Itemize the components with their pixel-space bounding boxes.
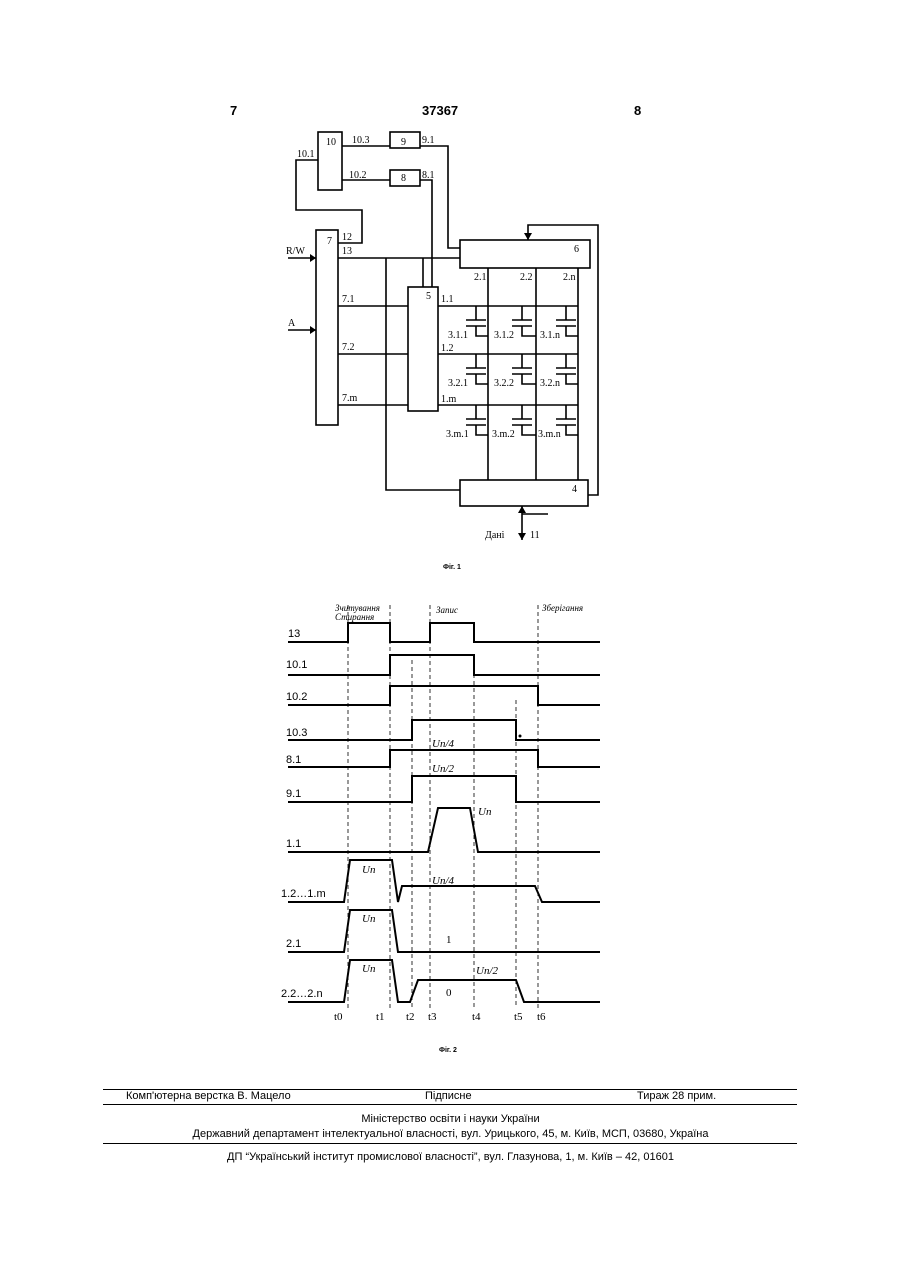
level-up-a: Uп (478, 806, 492, 818)
trace-label-8-1: 8.1 (286, 754, 301, 766)
circulation: Тираж 28 прим. (637, 1090, 716, 1102)
trace-label-2-1: 2.1 (286, 938, 301, 950)
trace-label-9-1: 9.1 (286, 788, 301, 800)
level-up2-b: Uп/2 (476, 965, 499, 977)
trace-9-1 (288, 776, 600, 802)
trace-10-3 (288, 720, 600, 740)
trace-label-1-1: 1.1 (286, 838, 301, 850)
time-t2: t2 (406, 1011, 415, 1023)
ministry: Міністерство освіти і науки України (0, 1113, 901, 1125)
time-t3: t3 (428, 1011, 437, 1023)
signed-note: Підписне (425, 1090, 472, 1102)
time-t5: t5 (514, 1011, 523, 1023)
trace-10-2 (288, 686, 600, 705)
trace-label-10-2: 10.2 (286, 691, 307, 703)
phase-store: Зберігання (542, 603, 583, 613)
trace-2-1 (288, 910, 600, 952)
level-up-b: Uп (362, 864, 376, 876)
time-t4: t4 (472, 1011, 481, 1023)
footer-rule-middle (103, 1104, 797, 1105)
level-zero: 0 (446, 987, 452, 999)
trace-label-10-1: 10.1 (286, 659, 307, 671)
trace-10-1 (288, 655, 600, 675)
phase-erase: Стирання (335, 612, 374, 622)
trace-label-10-3: 10.3 (286, 727, 307, 739)
footer-rule-bottom (103, 1143, 797, 1144)
level-one: 1 (446, 934, 452, 946)
trace-label-2-2n: 2.2…2.n (281, 988, 323, 1000)
trace-2-2n (288, 960, 600, 1002)
layout-credit: Комп'ютерна верстка В. Мацело (126, 1090, 291, 1102)
time-t0: t0 (334, 1011, 343, 1023)
level-up2-a: Uп/2 (432, 763, 455, 775)
trace-label-13: 13 (288, 628, 300, 640)
time-t1: t1 (376, 1011, 385, 1023)
trace-1-1 (288, 808, 600, 852)
figure2-caption: Фіг. 2 (439, 1047, 457, 1054)
department: Державний департамент інтелектуальної вл… (0, 1128, 901, 1140)
trace-13 (288, 623, 600, 642)
level-up-d: Uп (362, 963, 376, 975)
phase-write: Запис (436, 605, 458, 615)
level-up-c: Uп (362, 913, 376, 925)
time-t6: t6 (537, 1011, 546, 1023)
level-up4-a: Uп/4 (432, 738, 455, 750)
trace-label-1-2m: 1.2…1.m (281, 888, 326, 900)
figure2-timing-diagram: Зчитування Стирання Запис Зберігання 13 … (0, 0, 901, 1060)
institute: ДП “Український інститут промислової вла… (0, 1151, 901, 1163)
level-up4-b: Uп/4 (432, 875, 455, 887)
